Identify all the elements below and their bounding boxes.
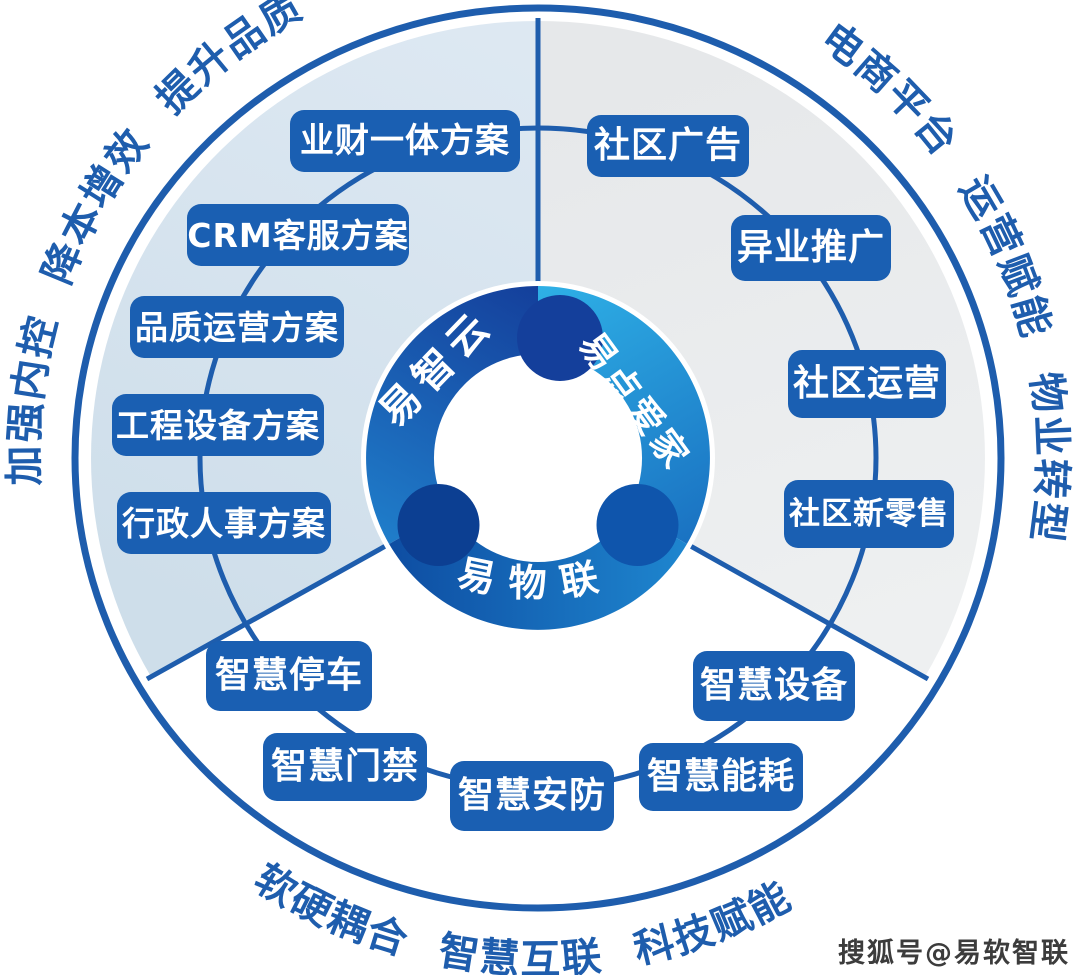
- solution-node-pinzhi-yunying: 品质运营方案: [130, 296, 344, 358]
- ring-segment-yizhiyun: [366, 286, 538, 544]
- ring-swirl-lower-right: [596, 484, 679, 566]
- divider-lower-left: [145, 541, 391, 682]
- solution-node-zhihui-nenghao: 智慧能耗: [639, 743, 803, 811]
- solution-node-crm-kefu: CRM客服方案: [187, 204, 409, 266]
- solution-node-shequ-guanggao: 社区广告: [587, 115, 749, 177]
- solution-node-zhihui-shebei: 智慧设备: [693, 651, 855, 721]
- outer-circle: [71, 4, 1005, 912]
- solution-node-gongcheng-shebei: 工程设备方案: [112, 394, 324, 456]
- solution-node-zhihui-tingche: 智慧停车: [206, 641, 372, 711]
- solution-node-xingzheng-renshi: 行政人事方案: [117, 492, 331, 554]
- watermark-souhu: 搜狐号@易软智联: [838, 938, 1070, 969]
- solution-node-zhihui-anfang: 智慧安防: [450, 761, 614, 831]
- solution-node-shequ-xinlingshou: 社区新零售: [784, 480, 954, 548]
- solution-node-yiye-tuiguang: 异业推广: [731, 215, 891, 281]
- divider-lower-right: [685, 541, 930, 682]
- solution-node-shequ-yunying: 社区运营: [788, 350, 946, 418]
- ring-swirl-top: [517, 295, 603, 381]
- solution-node-yecai-yiti: 业财一体方案: [290, 110, 520, 172]
- ring-swirl-lower-left: [397, 484, 480, 566]
- solution-node-zhihui-menjin: 智慧门禁: [263, 733, 427, 801]
